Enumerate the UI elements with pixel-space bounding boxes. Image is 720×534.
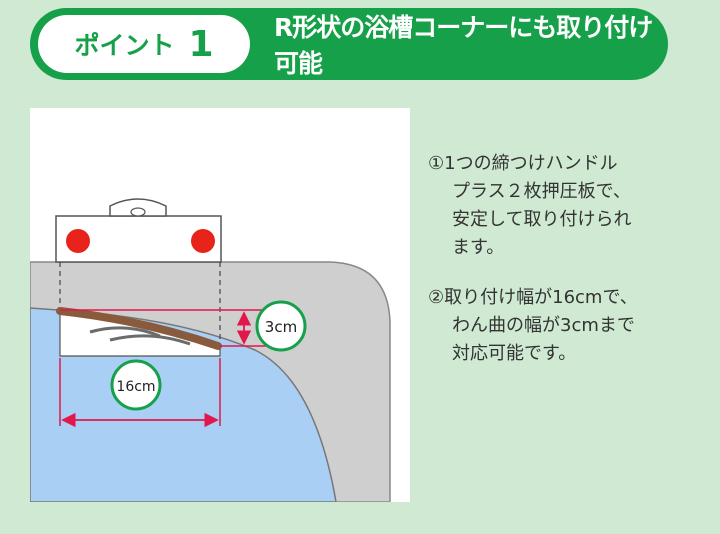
point-1-line-2: プラス２枚押圧板で、	[452, 181, 631, 202]
label-3cm: 3cm	[265, 318, 297, 336]
installation-diagram: 3cm 16cm	[30, 108, 410, 502]
point-item-1: ①1つの締つけハンドル プラス２枚押圧板で、 安定して取り付けられ ます。	[428, 150, 708, 262]
handle-device	[55, 198, 222, 263]
badge-3cm	[255, 300, 307, 352]
point-1-line-3: 安定して取り付けられ	[452, 209, 632, 230]
point-1-line-1: ①1つの締つけハンドル	[428, 153, 618, 174]
point-header: ポイント 1 R形状の浴槽コーナーにも取り付け可能	[30, 8, 668, 80]
point-1-line-4: ます。	[452, 237, 505, 258]
point-2-line-3: 対応可能です。	[452, 343, 577, 364]
diagram-svg: 3cm 16cm	[30, 198, 391, 502]
feature-description: ①1つの締つけハンドル プラス２枚押圧板で、 安定して取り付けられ ます。 ②取…	[428, 150, 708, 390]
header-title: R形状の浴槽コーナーにも取り付け可能	[274, 13, 653, 78]
point-2-line-2: わん曲の幅が3cmまで	[452, 315, 635, 336]
pressure-plates	[56, 307, 222, 357]
point-label: ポイント	[74, 31, 175, 60]
point-2-line-1: ②取り付け幅が16cmで、	[428, 287, 638, 308]
label-16cm: 16cm	[116, 379, 155, 395]
point-item-2: ②取り付け幅が16cmで、 わん曲の幅が3cmまで 対応可能です。	[428, 284, 708, 368]
point-number: 1	[188, 23, 214, 65]
badge-16cm	[110, 359, 162, 411]
right-knob	[191, 229, 215, 253]
left-knob	[66, 229, 90, 253]
point-badge: ポイント 1	[38, 15, 250, 73]
